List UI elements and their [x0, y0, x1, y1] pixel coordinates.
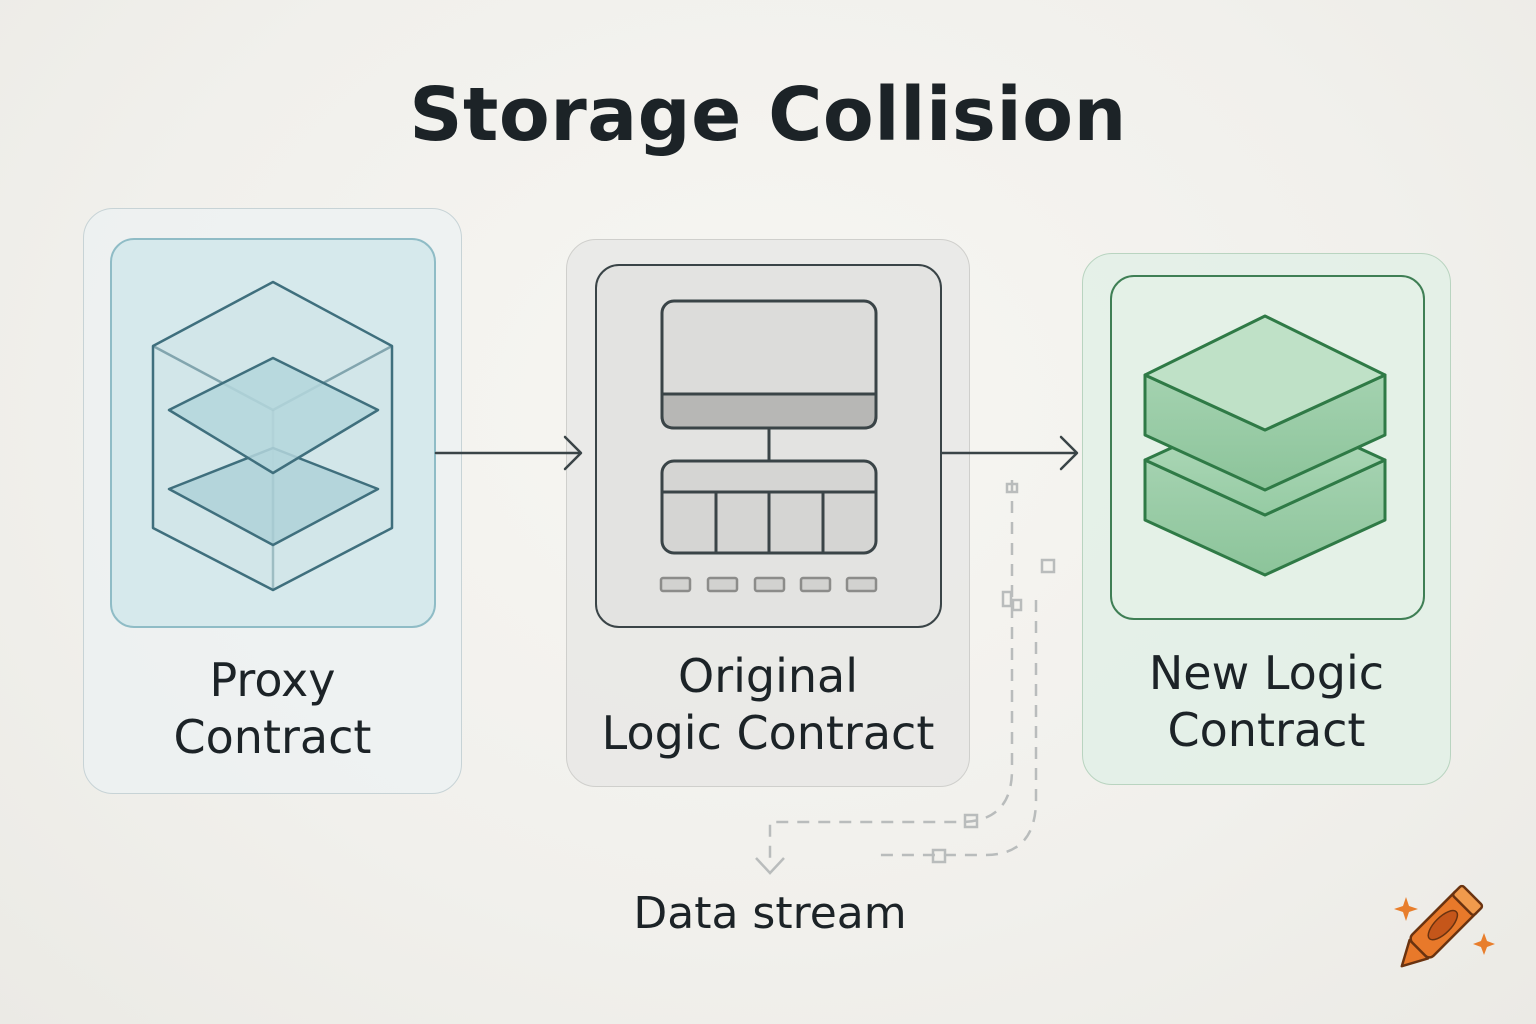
data-bit-icons: [931, 482, 1056, 864]
original-label-line2: Logic Contract: [601, 706, 935, 760]
storage-layout-icon: [659, 299, 878, 593]
new-label-line2: Contract: [1167, 703, 1366, 757]
proxy-label-line2: Contract: [173, 710, 372, 764]
new-logic-contract-label: New Logic Contract: [1082, 645, 1451, 759]
arrow-proxy-to-original: [434, 435, 583, 471]
diagram-title: Storage Collision: [409, 72, 1127, 158]
layered-cube-icon: [151, 280, 394, 592]
data-stream-arrowhead: [755, 857, 785, 875]
new-label-line1: New Logic: [1148, 646, 1385, 700]
data-stream-label: Data stream: [633, 888, 907, 939]
data-stream-path: [768, 480, 1038, 866]
proxy-contract-label: Proxy Contract: [83, 652, 462, 766]
stacked-layers-icon: [1143, 314, 1387, 577]
crayon-icon: [1394, 884, 1495, 968]
original-label-line1: Original: [677, 649, 858, 703]
original-logic-contract-label: Original Logic Contract: [566, 648, 970, 762]
proxy-label-line1: Proxy: [209, 653, 336, 707]
arrow-original-to-new: [940, 435, 1079, 471]
